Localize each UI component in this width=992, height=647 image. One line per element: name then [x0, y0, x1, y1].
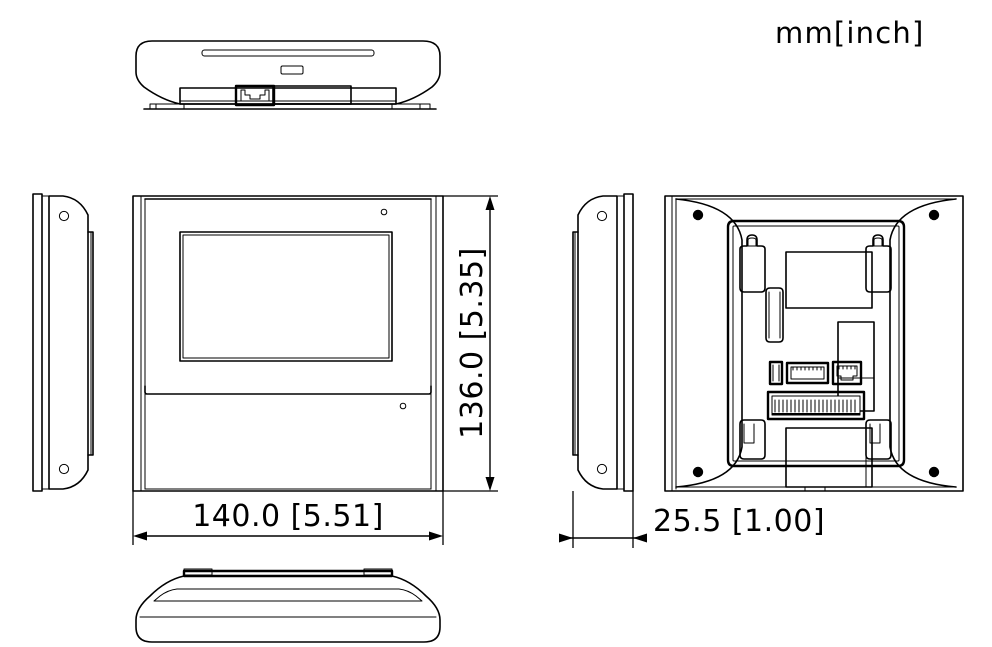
dimension-width: 140.0 [5.51] — [132, 491, 444, 545]
screw-top-left — [692, 209, 704, 221]
screw-top-right — [928, 209, 940, 221]
arrow-left — [133, 531, 147, 541]
connector-cluster — [766, 360, 866, 421]
dimension-depth: 25.5 [1.00] — [559, 491, 825, 548]
arrow-depth-right — [633, 533, 647, 543]
units-label: mm[inch] — [775, 16, 925, 50]
dimension-height: 136.0 [5.35] — [443, 195, 498, 492]
height-dimension-label: 136.0 [5.35] — [455, 247, 490, 439]
width-dimension-label: 140.0 [5.51] — [192, 499, 384, 534]
arrow-right — [429, 531, 443, 541]
keyhole-bottom-right — [865, 419, 892, 460]
screw-bottom-left — [692, 466, 704, 478]
top-view — [135, 40, 441, 110]
arrow-down — [485, 477, 495, 491]
front-view — [132, 195, 444, 492]
screw-bottom-right — [928, 466, 940, 478]
right-side-view — [572, 193, 634, 492]
keyhole-top-right — [865, 234, 892, 293]
keyhole-top-left — [739, 234, 766, 293]
arrow-up — [485, 196, 495, 210]
rear-view — [664, 195, 964, 492]
left-side-view — [32, 193, 94, 492]
keyhole-bottom-left — [739, 419, 766, 460]
bottom-view — [135, 568, 441, 643]
depth-dimension-label: 25.5 [1.00] — [653, 504, 825, 539]
arrow-depth-left — [559, 533, 573, 543]
